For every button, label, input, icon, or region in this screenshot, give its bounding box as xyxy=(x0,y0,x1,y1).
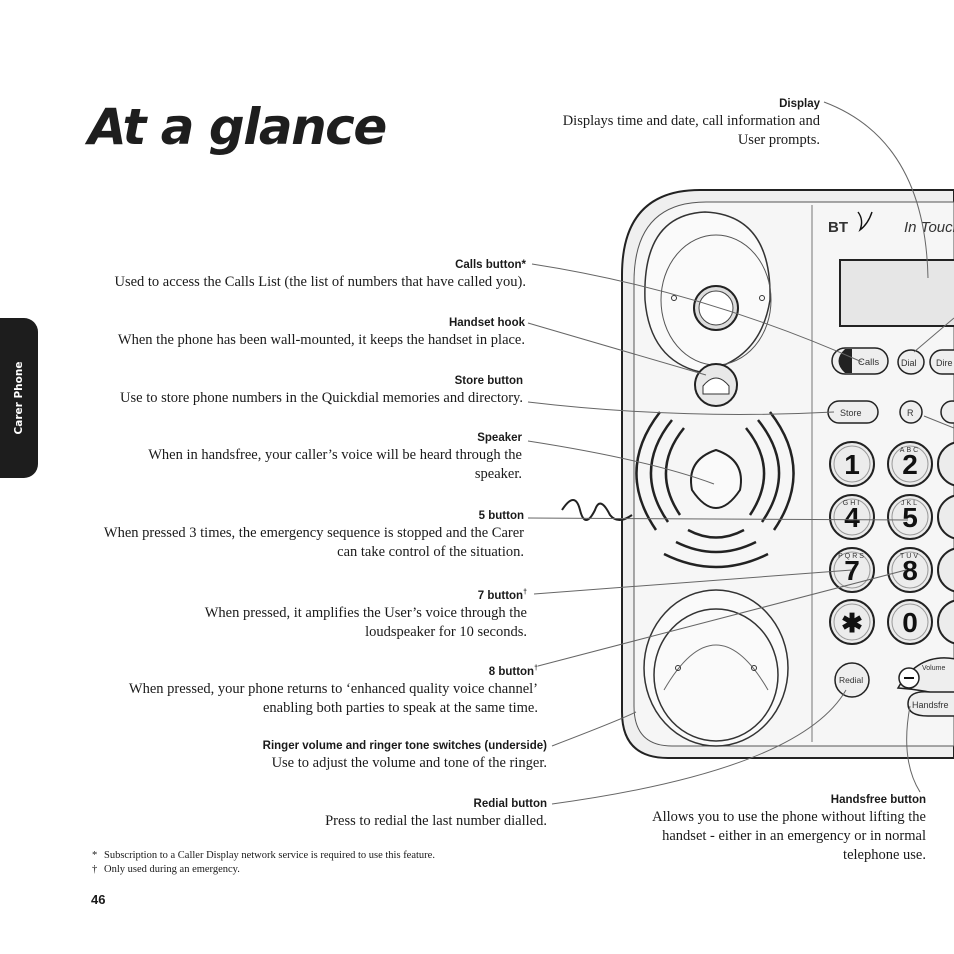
key-star[interactable]: ✱ xyxy=(829,599,875,645)
callout-heading: Ringer volume and ringer tone switches (… xyxy=(262,740,547,752)
callout-heading: Handsfree button xyxy=(830,794,926,806)
callout-heading: Redial button xyxy=(473,798,547,810)
callout-heading: 7 button xyxy=(477,589,524,602)
key-digit: 5 xyxy=(902,502,918,533)
key-0[interactable]: 0 xyxy=(887,599,933,645)
dagger-mark: † xyxy=(523,589,527,596)
callout-calls-button: Calls button* Used to access the Calls L… xyxy=(70,257,526,292)
callout-description: Used to access the Calls List (the list … xyxy=(114,274,526,290)
key-letters: JKL xyxy=(901,500,919,507)
callout-description: When the phone has been wall-mounted, it… xyxy=(117,332,525,348)
key-digit: 8 xyxy=(902,555,918,586)
footnote: * Subscription to a Caller Display networ… xyxy=(92,850,435,861)
key-letters: GHI xyxy=(843,500,861,507)
directory-button xyxy=(929,349,954,375)
r-button xyxy=(899,400,923,424)
callout-store-button: Store button Use to store phone numbers … xyxy=(70,373,523,408)
key-digit: 1 xyxy=(844,449,860,480)
piper-icon xyxy=(857,211,873,233)
callout-description: Use to adjust the volume and tone of the… xyxy=(271,755,547,771)
key-letters: PQRS xyxy=(838,553,866,560)
display-screen xyxy=(839,259,954,327)
key-digit: 0 xyxy=(902,607,918,638)
r-button-label: R xyxy=(907,408,914,418)
side-tab: Carer Phone xyxy=(0,318,38,478)
callout-heading: Store button xyxy=(454,375,523,387)
brand-logo: BT xyxy=(828,219,848,236)
callout-description: Press to redial the last number dialled. xyxy=(325,813,547,829)
callout-heading: Handset hook xyxy=(448,317,525,329)
callout-description: Use to store phone numbers in the Quickd… xyxy=(120,390,523,406)
handsfree-button-label: Handsfre xyxy=(912,700,949,710)
key-letters: TUV xyxy=(900,553,920,560)
calls-button-label: Calls xyxy=(858,357,879,368)
callout-redial-button: Redial button Press to redial the last n… xyxy=(280,796,547,831)
callout-description: Allows you to use the phone without lift… xyxy=(652,809,926,863)
callout-heading: Speaker xyxy=(477,432,522,444)
key-digit: ✱ xyxy=(841,608,863,638)
callout-description: Displays time and date, call information… xyxy=(562,113,820,148)
footnote-text: Subscription to a Caller Display network… xyxy=(104,850,435,861)
key-letters: ABC xyxy=(900,447,920,454)
callout-description: When pressed, it amplifies the User’s vo… xyxy=(204,604,527,640)
footnote: † Only used during an emergency. xyxy=(92,864,240,875)
callout-description: When pressed, your phone returns to ‘enh… xyxy=(128,680,538,716)
key-digit: 4 xyxy=(844,502,860,533)
callout-heading: 8 button xyxy=(488,665,535,678)
store-button-label: Store xyxy=(840,408,862,418)
callout-heading: Display xyxy=(779,98,820,110)
callout-display: Display Displays time and date, call inf… xyxy=(560,96,820,150)
callout-7-button: 7 button† When pressed, it amplifies the… xyxy=(190,585,527,642)
callout-ringer-switches: Ringer volume and ringer tone switches (… xyxy=(200,738,547,773)
callout-description: When pressed 3 times, the emergency sequ… xyxy=(103,525,524,560)
footnote-text: Only used during an emergency. xyxy=(104,864,240,875)
callout-heading-wrap: 7 button† xyxy=(190,585,527,604)
redial-button xyxy=(834,662,870,698)
callout-5-button: 5 button When pressed 3 times, the emerg… xyxy=(96,508,524,562)
callout-speaker: Speaker When in handsfree, your caller’s… xyxy=(110,430,522,484)
page-title: At a glance xyxy=(88,98,387,156)
callout-heading: Calls button* xyxy=(455,259,526,271)
directory-button-label: Dire xyxy=(936,358,953,368)
handsfree-button xyxy=(907,691,954,717)
model-name: In Touch xyxy=(904,219,954,236)
page-number: 46 xyxy=(91,892,106,907)
dial-button-label: Dial xyxy=(901,358,917,368)
dial-button xyxy=(897,349,925,375)
callout-handset-hook: Handset hook When the phone has been wal… xyxy=(70,315,525,350)
volume-label: Volume xyxy=(922,665,945,672)
callout-description: When in handsfree, your caller’s voice w… xyxy=(148,447,522,482)
callout-heading-wrap: 8 button† xyxy=(80,661,538,680)
redial-button-label: Redial xyxy=(839,675,863,685)
callout-handsfree-button: Handsfree button Allows you to use the p… xyxy=(628,792,926,865)
footnote-mark: * xyxy=(92,850,98,861)
key-digit: 2 xyxy=(902,449,918,480)
key-1[interactable]: 1 xyxy=(829,441,875,487)
dagger-mark: † xyxy=(534,665,538,672)
footnote-mark: † xyxy=(92,864,98,875)
callout-heading: 5 button xyxy=(478,510,524,522)
callout-8-button: 8 button† When pressed, your phone retur… xyxy=(80,661,538,718)
